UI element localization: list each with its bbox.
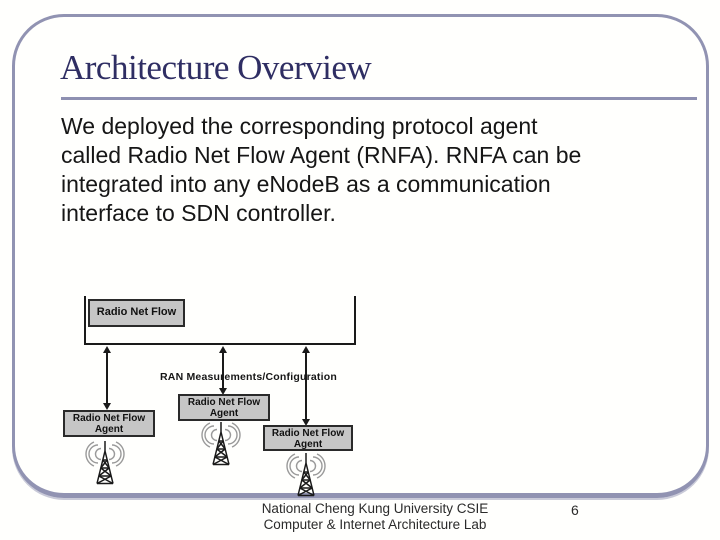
connector-line (222, 352, 224, 389)
footer-line: National Cheng Kung University CSIE (261, 501, 489, 516)
footer: National Cheng Kung University CSIE Comp… (210, 501, 540, 533)
stray-dot-artifact (393, 121, 396, 124)
slide-title: Architecture Overview (60, 48, 372, 87)
arrowhead-down-icon (103, 403, 111, 410)
agent-box: Radio Net Flow Agent (178, 394, 270, 421)
arrowhead-down-icon (219, 388, 227, 395)
arrowhead-up-icon (103, 346, 111, 353)
agent-box-label: Agent (209, 408, 239, 419)
body-line: called Radio Net Flow Agent (RNFA). RNFA… (61, 142, 582, 168)
body-line: interface to SDN controller. (61, 200, 336, 226)
bus-left-edge (84, 296, 86, 344)
connector-line (106, 352, 108, 404)
body-line: We deployed the corresponding protocol a… (61, 113, 538, 139)
arrowhead-up-icon (302, 346, 310, 353)
ran-config-label: RAN Measurements/Configuration (160, 371, 337, 383)
radio-tower-icon (201, 422, 241, 466)
agent-box-label: Agent (293, 439, 323, 450)
body-line: integrated into any eNodeB as a communic… (61, 171, 551, 197)
agent-box-label: Radio Net Flow (72, 413, 146, 424)
bus-right-edge (354, 296, 356, 344)
footer-line: Computer & Internet Architecture Lab (263, 517, 487, 532)
agent-box: Radio Net Flow Agent (63, 410, 155, 437)
connector-line (305, 352, 307, 419)
slide-frame (12, 14, 709, 498)
page-number: 6 (571, 502, 579, 518)
agent-box: Radio Net Flow Agent (263, 425, 353, 451)
body-paragraph: We deployed the corresponding protocol a… (61, 112, 681, 228)
radio-tower-icon (286, 453, 326, 497)
arrowhead-up-icon (219, 346, 227, 353)
agent-box-label: Radio Net Flow (187, 397, 261, 408)
bus-bottom-edge (84, 343, 356, 345)
agent-box-label: Radio Net Flow (271, 428, 345, 439)
arrowhead-down-icon (302, 419, 310, 426)
controller-box-label: Radio Net Flow (96, 306, 177, 318)
radio-tower-icon (85, 441, 125, 485)
controller-box: Radio Net Flow (88, 299, 185, 327)
title-underline (61, 97, 697, 100)
agent-box-label: Agent (94, 424, 124, 435)
